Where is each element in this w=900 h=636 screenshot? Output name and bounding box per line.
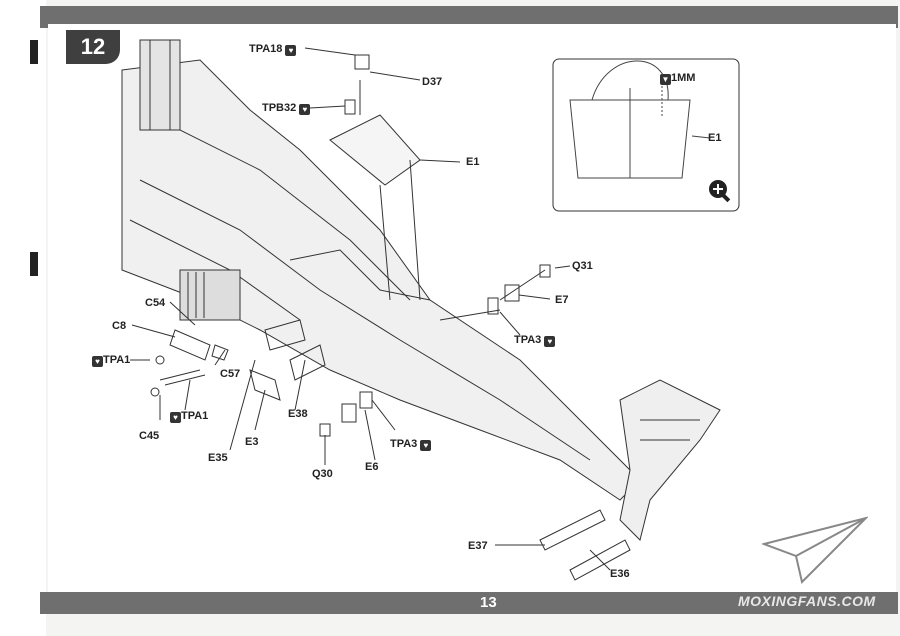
page-number: 13 bbox=[480, 594, 497, 611]
page-tab-marker bbox=[30, 40, 38, 64]
label-tpa3-bottom: TPA3 ♥ bbox=[390, 438, 432, 451]
glue-icon: ♥ bbox=[285, 45, 297, 56]
label-c8: C8 bbox=[112, 320, 127, 332]
label-e6: E6 bbox=[365, 461, 379, 473]
paper-plane-icon bbox=[762, 516, 868, 584]
label-tpb32: TPB32 ♥ bbox=[262, 102, 311, 115]
inset-measure-label: ▼1MM bbox=[660, 72, 696, 85]
label-e38: E38 bbox=[288, 408, 308, 420]
detail-inset bbox=[552, 58, 740, 212]
glue-icon: ♥ bbox=[544, 336, 556, 347]
label-q31: Q31 bbox=[572, 260, 593, 272]
label-e1: E1 bbox=[466, 156, 480, 168]
label-c45: C45 bbox=[139, 430, 160, 442]
watermark: MOXINGFANS.COM bbox=[738, 593, 876, 609]
arrow-icon: ▼ bbox=[660, 74, 671, 85]
label-e37: E37 bbox=[468, 540, 488, 552]
label-e36: E36 bbox=[610, 568, 630, 580]
stacked-page-edges bbox=[0, 0, 46, 636]
step-number: 12 bbox=[66, 30, 120, 64]
label-c54: C54 bbox=[145, 297, 166, 309]
glue-icon: ♥ bbox=[299, 104, 311, 115]
bottom-band bbox=[40, 592, 898, 614]
glue-icon: ♥ bbox=[92, 356, 103, 367]
label-q30: Q30 bbox=[312, 468, 333, 480]
label-e7: E7 bbox=[555, 294, 569, 306]
magnify-plus-icon bbox=[709, 180, 731, 203]
inset-part-label: E1 bbox=[708, 132, 722, 144]
page-tab-marker bbox=[30, 252, 38, 276]
label-e3: E3 bbox=[245, 436, 259, 448]
label-tpa1-bottom: ♥TPA1 bbox=[170, 410, 208, 423]
label-tpa18: TPA18 ♥ bbox=[249, 43, 297, 56]
top-band bbox=[40, 6, 898, 28]
label-e35: E35 bbox=[208, 452, 228, 464]
label-tpa1-left: ♥TPA1 bbox=[92, 354, 130, 367]
glue-icon: ♥ bbox=[170, 412, 181, 423]
label-d37: D37 bbox=[422, 76, 443, 88]
label-tpa3-top: TPA3 ♥ bbox=[514, 334, 556, 347]
label-c57: C57 bbox=[220, 368, 241, 380]
glue-icon: ♥ bbox=[420, 440, 432, 451]
